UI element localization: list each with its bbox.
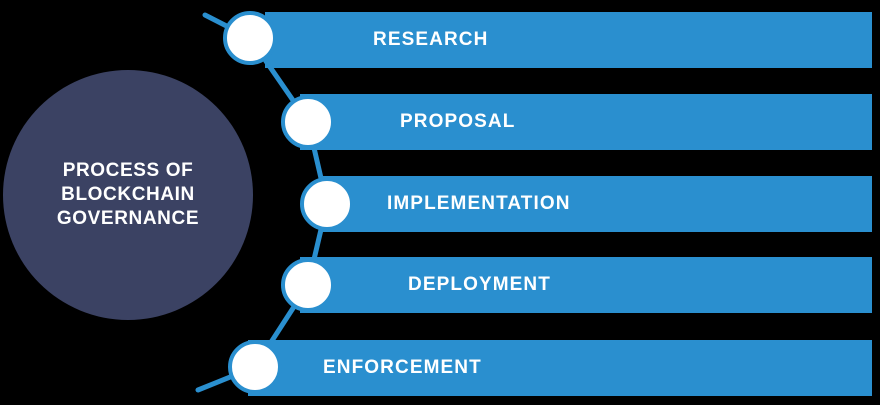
step-bars-group: [248, 12, 872, 396]
step-label: RESEARCH: [373, 29, 489, 50]
step-node-circle[interactable]: [300, 177, 354, 231]
step-label: ENFORCEMENT: [323, 357, 482, 378]
step-node-circle[interactable]: [228, 340, 282, 394]
step-label: DEPLOYMENT: [408, 274, 551, 295]
step-label: PROPOSAL: [400, 111, 516, 132]
step-nodes-group: [223, 11, 354, 394]
step-node-circle[interactable]: [281, 95, 335, 149]
step-bar[interactable]: [265, 12, 872, 68]
hub-circle[interactable]: [3, 70, 253, 320]
step-bar[interactable]: [248, 340, 872, 396]
step-bar[interactable]: [320, 176, 872, 232]
step-node-circle[interactable]: [223, 11, 277, 65]
step-label: IMPLEMENTATION: [387, 193, 571, 214]
step-bar[interactable]: [300, 94, 872, 150]
step-node-circle[interactable]: [281, 258, 335, 312]
hub-circle-group: [3, 70, 253, 320]
step-bar[interactable]: [300, 257, 872, 313]
